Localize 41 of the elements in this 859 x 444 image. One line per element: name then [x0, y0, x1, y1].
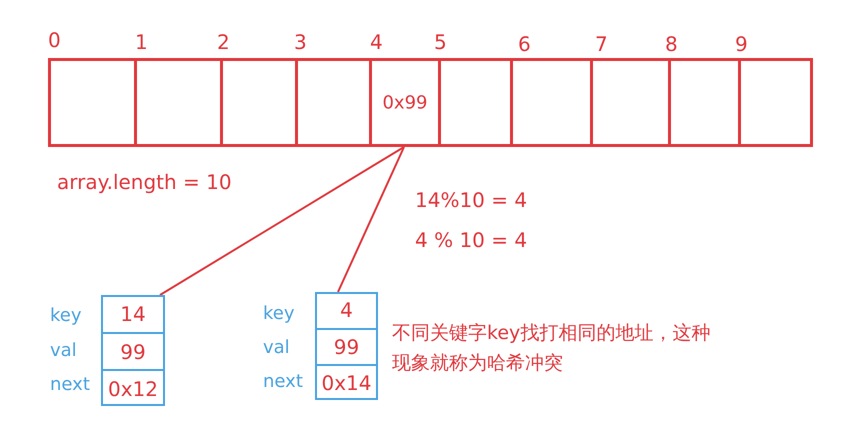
field-name: next [263, 371, 303, 392]
index-number: 1 [135, 30, 148, 54]
index-number: 4 [370, 30, 383, 54]
array-cell [48, 58, 137, 147]
array-cell [438, 58, 513, 147]
formula-text: 4 % 10 = 4 [415, 228, 528, 252]
formula-text: 14%10 = 4 [415, 188, 528, 212]
index-number: 9 [735, 32, 748, 56]
cell-value: 4 [339, 298, 354, 322]
note-text: 不同关键字key找打相同的地址，这种现象就称为哈希冲突 [392, 321, 712, 376]
array-cell [134, 58, 223, 147]
index-number: 6 [518, 32, 531, 56]
cell-value: 99 [332, 335, 360, 359]
cell-value: 0x14 [320, 371, 372, 395]
index-number: 5 [434, 30, 447, 54]
array-cell [369, 58, 441, 147]
array-cell [510, 58, 593, 147]
array-cell [668, 58, 741, 147]
cell-value: 14 [119, 302, 147, 326]
formula-text: array.length = 10 [57, 170, 232, 194]
cell-value: 99 [119, 340, 147, 364]
cell-value: 0x12 [106, 376, 159, 400]
array-cell [590, 58, 671, 147]
index-number: 0 [48, 28, 61, 52]
entry-node-box [315, 292, 378, 400]
index-number: 3 [294, 30, 307, 54]
array-cell [220, 58, 298, 147]
index-number: 8 [665, 32, 678, 56]
field-name: next [50, 374, 90, 395]
field-name: val [50, 340, 77, 361]
array-cell [738, 58, 813, 147]
field-name: key [50, 305, 82, 326]
field-name: val [263, 337, 290, 358]
connector-line [159, 146, 405, 296]
field-name: key [263, 303, 295, 324]
cell-value: 0x99 [381, 92, 428, 113]
index-number: 7 [595, 32, 608, 56]
entry-node-box [101, 295, 165, 406]
array-cell [295, 58, 372, 147]
connector-line [337, 146, 405, 292]
index-number: 2 [217, 30, 230, 54]
